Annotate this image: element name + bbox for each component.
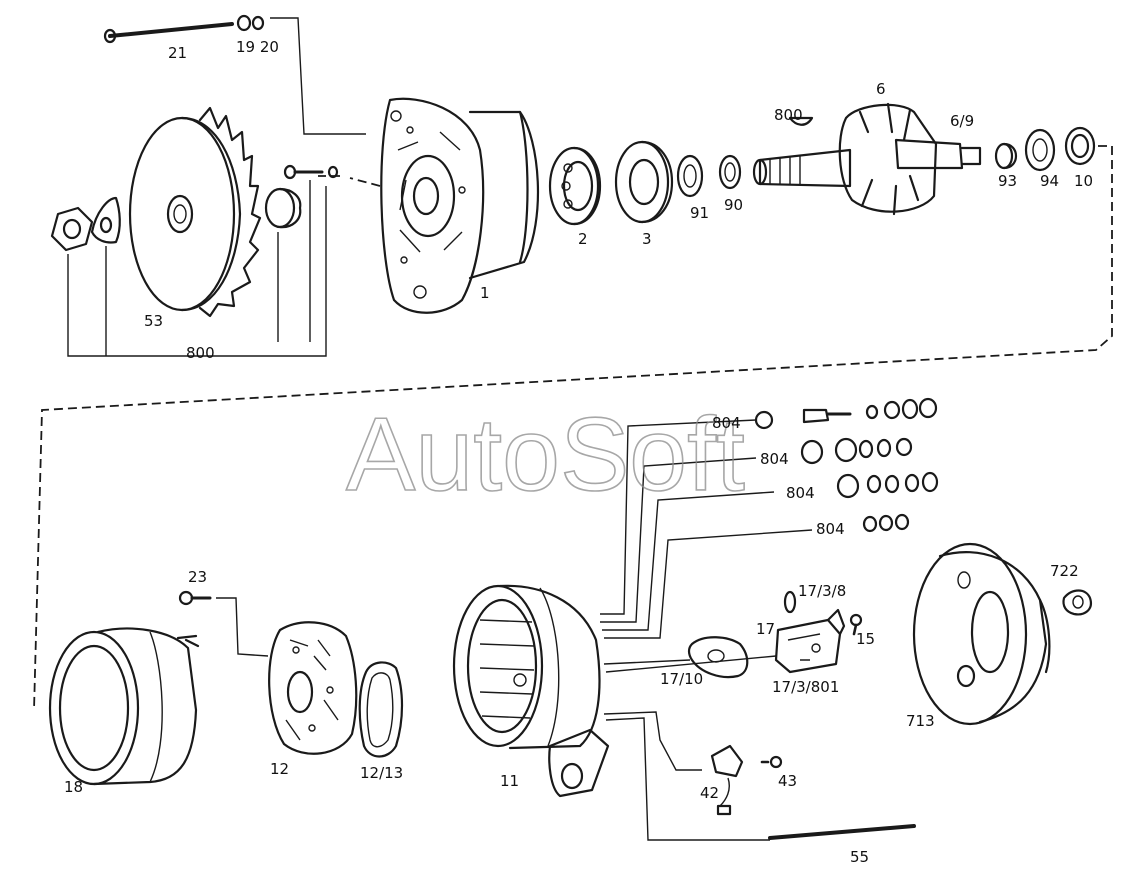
label-804-row4: 804	[816, 520, 845, 538]
part-1-drive-end-housing	[380, 97, 540, 314]
label-18: 18	[64, 778, 83, 796]
bottom-leader-lines	[600, 419, 813, 841]
label-713: 713	[906, 712, 935, 730]
label-10: 10	[1074, 172, 1093, 190]
label-800-left: 800	[186, 344, 215, 362]
label-800-top: 800	[774, 106, 803, 124]
part-43-screw	[760, 755, 783, 769]
part-91-ring	[676, 154, 704, 198]
part-800-key	[90, 196, 121, 244]
part-3-bearing-plate	[614, 140, 674, 224]
part-93-bushing	[994, 142, 1018, 170]
label-804-row3: 804	[786, 484, 815, 502]
label-12: 12	[270, 760, 289, 778]
part-19-20-nut-washer	[236, 14, 265, 32]
label-12-13: 12/13	[360, 764, 403, 782]
part-17-regulator	[774, 590, 863, 674]
label-55: 55	[850, 848, 869, 866]
label-6: 6	[876, 80, 886, 98]
part-90-ring	[718, 154, 742, 190]
part-804-row-2	[800, 437, 913, 465]
label-17-3-801: 17/3/801	[772, 678, 839, 696]
part-713-cover	[912, 542, 1051, 726]
label-2: 2	[578, 230, 588, 248]
label-91: 91	[690, 204, 709, 222]
part-800-nut	[50, 206, 94, 252]
label-1: 1	[480, 284, 490, 302]
label-6-9: 6/9	[950, 112, 974, 130]
part-12-rectifier	[268, 621, 358, 755]
label-43: 43	[778, 772, 797, 790]
part-spacer	[264, 187, 302, 229]
part-2-bearing	[548, 146, 602, 226]
part-21-bolt	[103, 22, 234, 44]
part-53-pulley-fan	[128, 106, 262, 318]
label-3: 3	[642, 230, 652, 248]
label-17: 17	[756, 620, 775, 638]
label-17-10: 17/10	[660, 670, 703, 688]
label-15: 15	[856, 630, 875, 648]
label-804-row1: 804	[712, 414, 741, 432]
label-19-20: 19 20	[236, 38, 279, 56]
part-small-bolt	[283, 164, 339, 180]
label-42: 42	[700, 784, 719, 802]
label-90: 90	[724, 196, 743, 214]
label-23: 23	[188, 568, 207, 586]
label-94: 94	[1040, 172, 1059, 190]
label-722: 722	[1050, 562, 1079, 580]
part-42-bracket	[710, 744, 744, 816]
part-10-bearing	[1064, 126, 1096, 166]
part-804-row-4	[862, 513, 910, 533]
part-23-screw	[178, 590, 269, 657]
watermark-text: AutoSoft	[346, 397, 745, 513]
top-leader-lines	[33, 17, 1113, 711]
label-17-3-8: 17/3/8	[798, 582, 846, 600]
label-93: 93	[998, 172, 1017, 190]
part-94-ring	[1024, 128, 1056, 172]
label-804-row2: 804	[760, 450, 789, 468]
label-53: 53	[144, 312, 163, 330]
part-55-rod	[768, 824, 916, 840]
part-722-cap	[1062, 589, 1092, 616]
part-804-row-3	[836, 471, 939, 499]
part-12-13-gasket	[358, 661, 404, 758]
part-804-row-1	[754, 397, 938, 430]
part-18-stator	[48, 627, 200, 786]
label-21: 21	[168, 44, 187, 62]
label-11: 11	[500, 772, 519, 790]
part-11-housing	[452, 584, 610, 798]
part-6-rotor	[752, 102, 982, 216]
